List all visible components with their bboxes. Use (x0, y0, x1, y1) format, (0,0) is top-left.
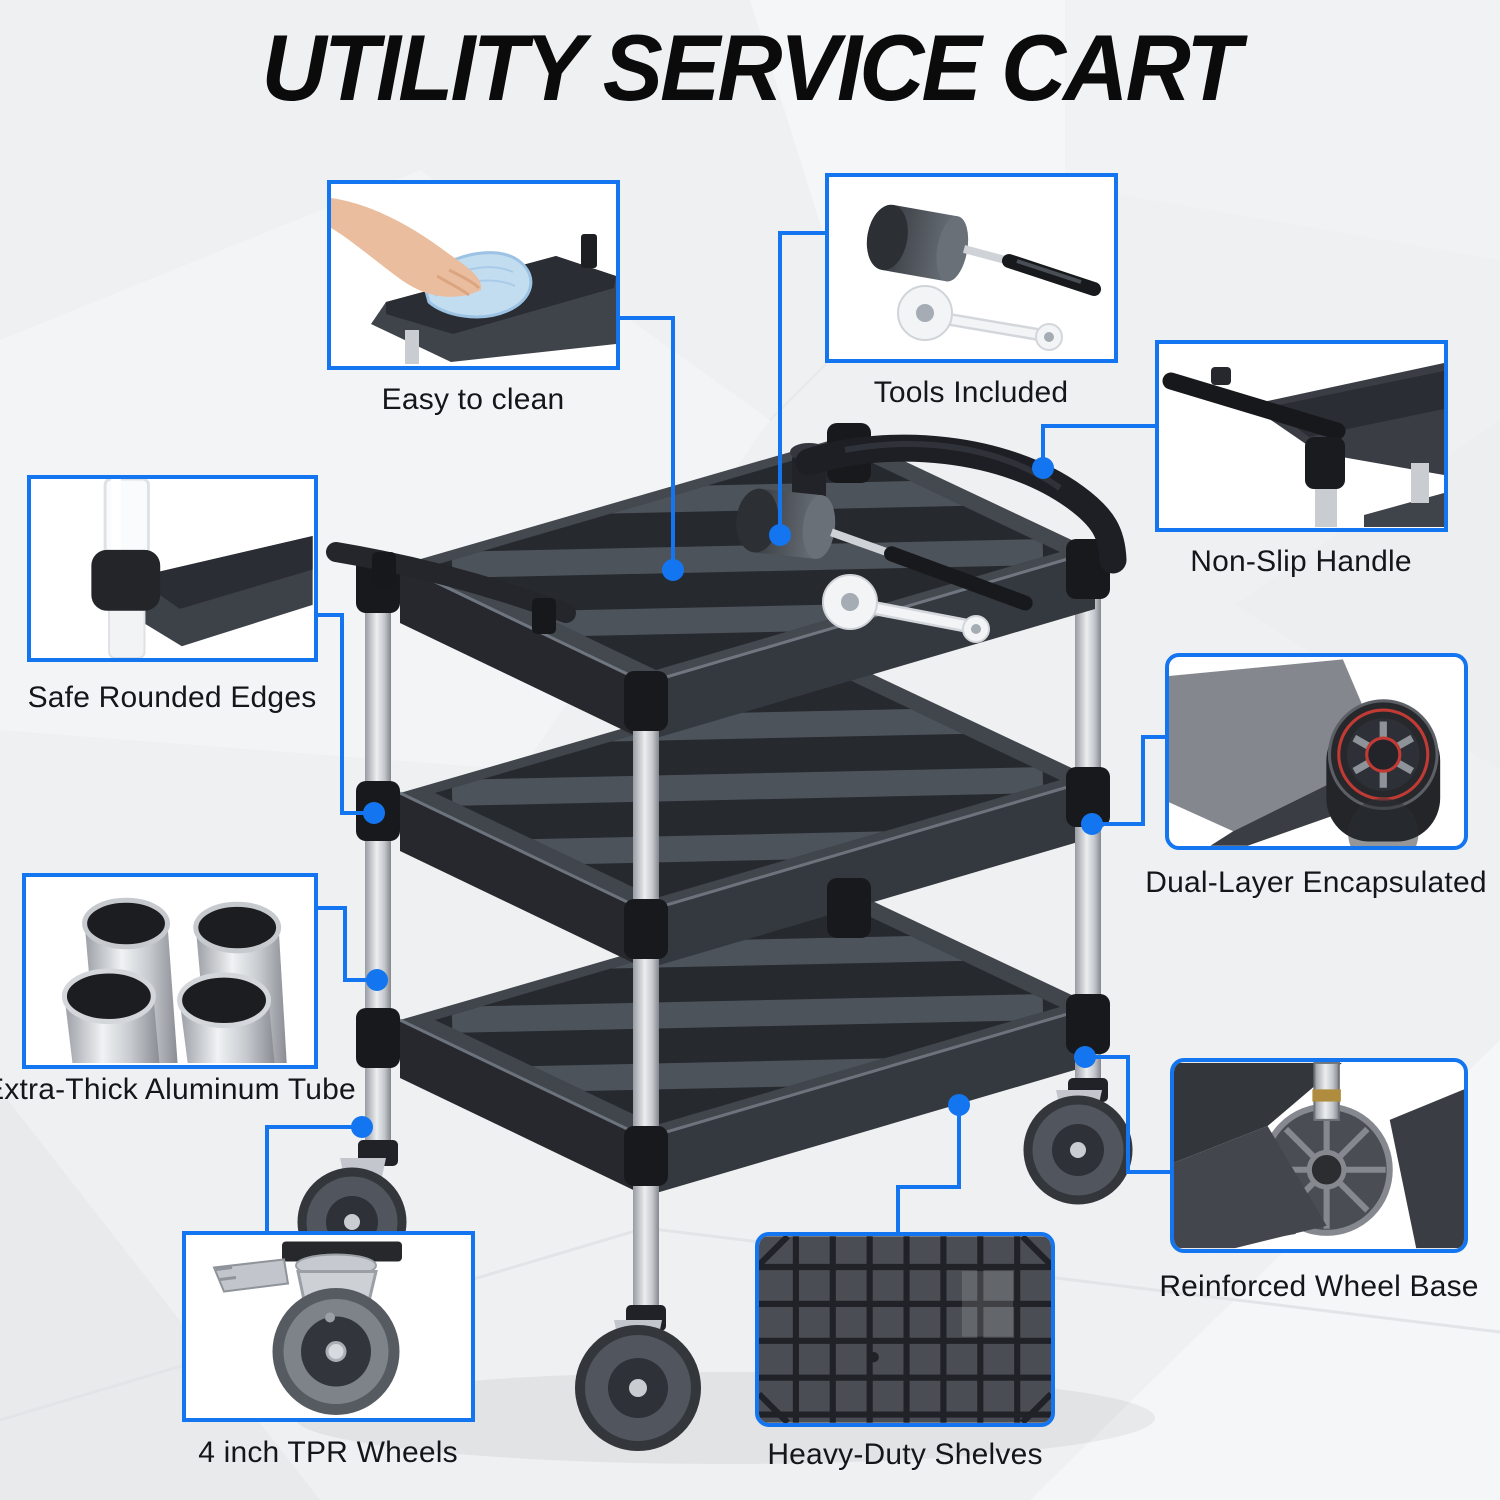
cart-push-handle (790, 434, 1127, 574)
connector-tools-included (778, 231, 825, 535)
connector-dot-aluminum-tube (366, 969, 388, 991)
mallet-on-shelf (736, 488, 1033, 611)
connector-dot-tools-included (769, 524, 791, 546)
connector-aluminum-tube (318, 906, 377, 982)
connector-easy-to-clean (620, 316, 675, 570)
connector-dot-heavy-duty-shelves (948, 1094, 970, 1116)
feature-box-4-inch-tpr-wheels (182, 1231, 475, 1422)
feature-box-non-slip-handle (1155, 340, 1448, 532)
feature-label-reinforced-wheel-base: Reinforced Wheel Base (1159, 1270, 1479, 1303)
cart-left-rail (326, 542, 576, 634)
connector-dot-dual-layer (1081, 813, 1103, 835)
connector-tpr-wheels (265, 1125, 362, 1231)
rounded-corner-joint-icon (91, 479, 313, 658)
feature-box-tools-included (825, 173, 1118, 363)
feature-box-dual-layer-encapsulated (1165, 653, 1468, 850)
connector-dual-layer (1092, 735, 1165, 826)
cart-leg-front (633, 700, 659, 1315)
cart-wheel-right (1023, 1078, 1133, 1205)
wrench-on-shelf (822, 574, 990, 643)
feature-box-extra-thick-aluminum-tube (22, 873, 318, 1069)
connector-safe-rounded-edges (318, 613, 374, 815)
cart-corner-collars (356, 423, 1110, 1186)
feature-label-heavy-duty-shelves: Heavy-Duty Shelves (767, 1438, 1043, 1471)
wheel-base-hub-icon (1174, 1062, 1464, 1249)
feature-box-safe-rounded-edges (27, 475, 318, 662)
connector-dot-easy-to-clean (662, 559, 684, 581)
mallet-and-wrench-icon (866, 204, 1101, 351)
handle-corner-icon (1162, 363, 1444, 527)
feature-box-easy-to-clean (327, 180, 620, 370)
cart-wheel-front (575, 1305, 701, 1451)
hand-wiping-shelf-icon (331, 198, 616, 364)
aluminum-tubes-icon (61, 897, 287, 1063)
feature-box-heavy-duty-shelves (755, 1232, 1055, 1427)
connector-reinforced-wheel-base (1085, 1055, 1170, 1174)
feature-label-tools-included: Tools Included (873, 376, 1069, 409)
page-title: UTILITY SERVICE CART (261, 15, 1242, 120)
feature-label-easy-to-clean: Easy to clean (381, 383, 565, 416)
feature-box-reinforced-wheel-base (1170, 1058, 1468, 1253)
cart-leg-back (836, 445, 862, 1000)
connector-non-slip-handle (1041, 424, 1155, 468)
cart-shelf-bottom (399, 890, 1096, 1196)
encapsulated-wheel-icon (1169, 659, 1441, 846)
connector-heavy-duty-shelves (896, 1105, 961, 1232)
cart-shelf-top (399, 435, 1096, 741)
connector-dot-non-slip-handle (1032, 457, 1054, 479)
feature-label-non-slip-handle: Non-Slip Handle (1190, 545, 1412, 578)
feature-label-dual-layer-encapsulated: Dual-Layer Encapsulated (1145, 866, 1487, 899)
caster-wheel-brake-icon (212, 1241, 402, 1415)
feature-label-extra-thick-aluminum-tube: Extra-Thick Aluminum Tube (0, 1073, 356, 1106)
connector-dot-safe-rounded-edges (363, 802, 385, 824)
feature-label-safe-rounded-edges: Safe Rounded Edges (27, 681, 317, 714)
cart-leg-left (365, 575, 391, 1150)
connector-dot-reinforced-wheel-base (1074, 1046, 1096, 1068)
cart-shelf-middle (399, 663, 1096, 969)
connector-dot-tpr-wheels (351, 1116, 373, 1138)
shelf-grid-icon (759, 1236, 1051, 1423)
cart-leg-right (1075, 560, 1101, 1085)
feature-label-4-inch-tpr-wheels: 4 inch TPR Wheels (198, 1436, 458, 1469)
